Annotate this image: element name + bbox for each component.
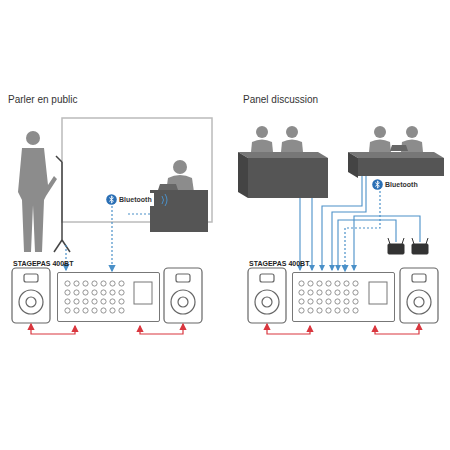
- panel-table: [348, 152, 444, 178]
- pa-speaker: [164, 268, 202, 323]
- scene-title: Panel discussion: [243, 94, 318, 105]
- bluetooth-link: [111, 206, 112, 271]
- mixer-box: STAGEPAS 400BT: [292, 272, 395, 322]
- mic-cables: [300, 176, 420, 270]
- panel-table: [238, 152, 328, 198]
- mixer-display: [134, 282, 152, 304]
- speaker-cables: [31, 324, 183, 334]
- bluetooth-link: [345, 191, 380, 271]
- bluetooth-icon: [372, 179, 383, 190]
- wireless-receiver: [388, 238, 428, 254]
- product-name: STAGEPAS 400BT: [249, 260, 309, 267]
- pa-speaker: [248, 268, 286, 323]
- bluetooth-badge: Bluetooth: [104, 193, 154, 206]
- speaker-cables: [267, 324, 419, 334]
- mixer-knobs: [62, 278, 125, 314]
- badge-text: Bluetooth: [119, 196, 152, 203]
- laptop: [158, 184, 178, 190]
- speaker-figure: [18, 131, 57, 252]
- bluetooth-icon: [106, 194, 117, 205]
- badge-text: Bluetooth: [385, 181, 418, 188]
- pa-speaker: [12, 268, 50, 323]
- laptop: [390, 145, 408, 151]
- pa-speaker: [400, 268, 438, 323]
- bluetooth-badge: Bluetooth: [370, 178, 420, 191]
- mixer-box: STAGEPAS 400BT: [57, 272, 160, 322]
- lectern-desk: [150, 190, 208, 232]
- desk-bluetooth-link: [128, 213, 150, 214]
- mixer-knobs: [297, 278, 360, 314]
- mixer-display: [369, 282, 387, 304]
- bluetooth-waves: [162, 194, 167, 206]
- microphone-stand: [54, 156, 70, 252]
- panelists: [251, 126, 423, 152]
- scene-title: Parler en public: [8, 94, 77, 105]
- product-name: STAGEPAS 400BT: [13, 260, 73, 267]
